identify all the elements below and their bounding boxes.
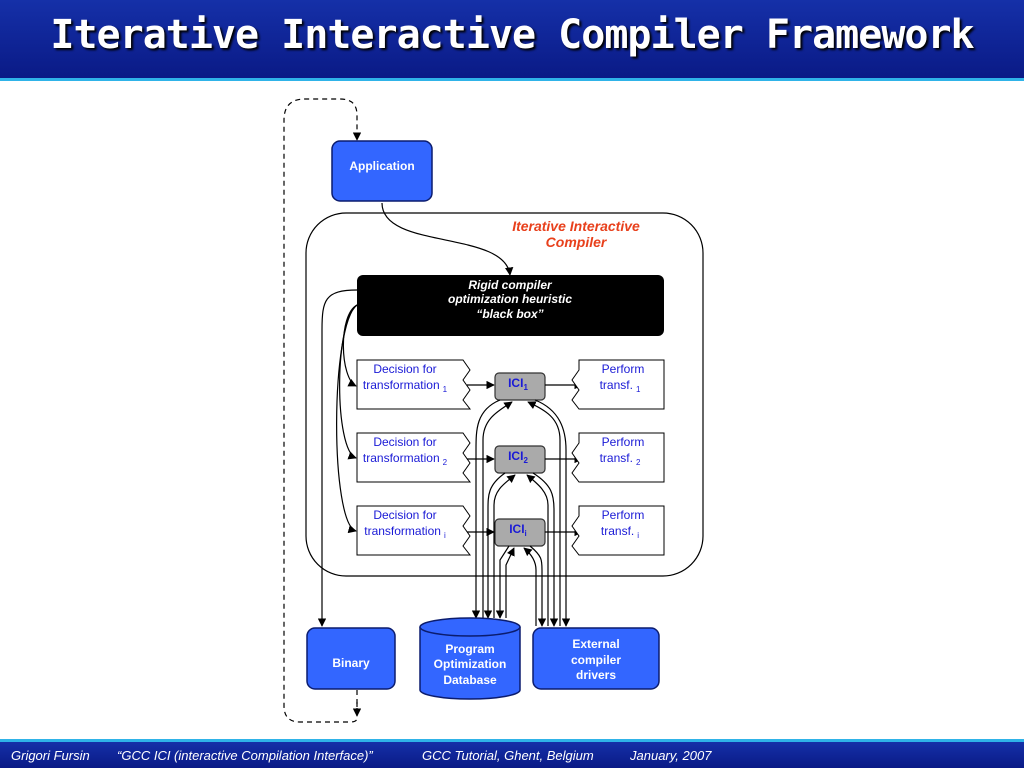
blackbox-to-decision-i [336, 304, 358, 534]
compiler-title-line1: Iterative Interactive [512, 218, 640, 234]
ici-1-to-drivers [534, 399, 571, 627]
decision-2-text: transformation [363, 451, 440, 465]
decision-i-sub: i [444, 531, 446, 540]
decision-i-line1: Decision for [373, 508, 436, 522]
footer-date: January, 2007 [630, 748, 712, 763]
database-line1: Program [445, 642, 494, 656]
ici-1-to-database [471, 399, 501, 619]
footer-talk: “GCC ICI (interactive Compilation Interf… [117, 748, 373, 763]
database-to-ici-i [505, 547, 515, 618]
drivers-to-ici-2 [526, 474, 549, 626]
ici-1-sub: 1 [523, 383, 528, 392]
footer-divider [0, 739, 1024, 742]
database-to-ici-1 [482, 401, 513, 618]
perform-2-line1: Perform [602, 435, 645, 449]
slide-title: Iterative Interactive Compiler Framework [50, 12, 974, 58]
database-line2: Optimization [434, 657, 507, 671]
drivers-to-ici-i [523, 547, 537, 626]
compiler-title-line2: Compiler [546, 234, 608, 250]
perform-1-sub: 1 [636, 385, 641, 394]
slide-header: Iterative Interactive Compiler Framework [0, 0, 1024, 78]
drivers-line2: compiler [571, 653, 621, 667]
decision-1-text: transformation [363, 378, 440, 392]
perform-2-sub: 2 [636, 458, 641, 467]
ici-2-label: ICI2 [508, 449, 528, 465]
ici-2-text: ICI [508, 449, 523, 463]
perform-box-i [571, 505, 665, 556]
slide-footer: Grigori Fursin “GCC ICI (interactive Com… [0, 742, 1024, 768]
perform-i-text: transf. [601, 524, 634, 538]
black-box-line1: Rigid compiler [468, 278, 553, 292]
black-box-line2: optimization heuristic [448, 292, 572, 306]
header-divider [0, 78, 1024, 81]
decision-box-i [356, 505, 472, 556]
feedback-loop-dashed [283, 98, 362, 723]
decision-1-line1: Decision for [373, 362, 436, 376]
ici-i-to-drivers [529, 545, 547, 627]
ici-i-label: ICIi [509, 522, 527, 538]
perform-1-line2: transf.1 [600, 378, 641, 394]
perform-i-line1: Perform [602, 508, 645, 522]
ici-box-1 [494, 372, 546, 401]
database-line3: Database [443, 673, 497, 687]
decision-1-sub: 1 [443, 385, 448, 394]
application-box [331, 140, 433, 202]
decision-2-line1: Decision for [373, 435, 436, 449]
decision-i-text: transformation [364, 524, 441, 538]
perform-i-line2: transf.i [601, 524, 639, 540]
application-label: Application [349, 159, 414, 173]
database-to-ici-2 [493, 474, 516, 618]
perform-box-2 [571, 432, 665, 483]
database-cylinder [419, 627, 521, 700]
decision-2-sub: 2 [443, 458, 448, 467]
decision-box-1 [356, 359, 472, 410]
ici-2-sub: 2 [523, 456, 528, 465]
binary-box [306, 627, 396, 690]
drivers-to-ici-1 [527, 401, 561, 626]
ici-2-to-database [483, 472, 506, 619]
ici-i-sub: i [525, 529, 527, 538]
perform-1-line1: Perform [602, 362, 645, 376]
footer-author: Grigori Fursin [11, 748, 90, 763]
perform-i-sub: i [637, 531, 639, 540]
perform-2-text: transf. [600, 451, 633, 465]
perform-box-1 [571, 359, 665, 410]
footer-event: GCC Tutorial, Ghent, Belgium [422, 748, 594, 763]
database-cylinder-top [419, 617, 521, 637]
black-box-line3: “black box” [476, 307, 543, 321]
perform-2-line2: transf.2 [600, 451, 641, 467]
ici-1-text: ICI [508, 376, 523, 390]
ici-1-label: ICI1 [508, 376, 528, 392]
app-to-blackbox-arrow [381, 202, 514, 276]
ici-i-to-database [495, 545, 510, 619]
decision-box-2 [356, 432, 472, 483]
drivers-line3: drivers [576, 668, 616, 682]
drivers-line1: External [572, 637, 619, 651]
drivers-box [532, 627, 660, 690]
perform-1-text: transf. [600, 378, 633, 392]
blackbox-to-binary [317, 289, 358, 627]
binary-label: Binary [332, 656, 370, 670]
ici-2-to-drivers [532, 472, 559, 627]
black-box [357, 275, 664, 336]
ici-i-text: ICI [509, 522, 524, 536]
